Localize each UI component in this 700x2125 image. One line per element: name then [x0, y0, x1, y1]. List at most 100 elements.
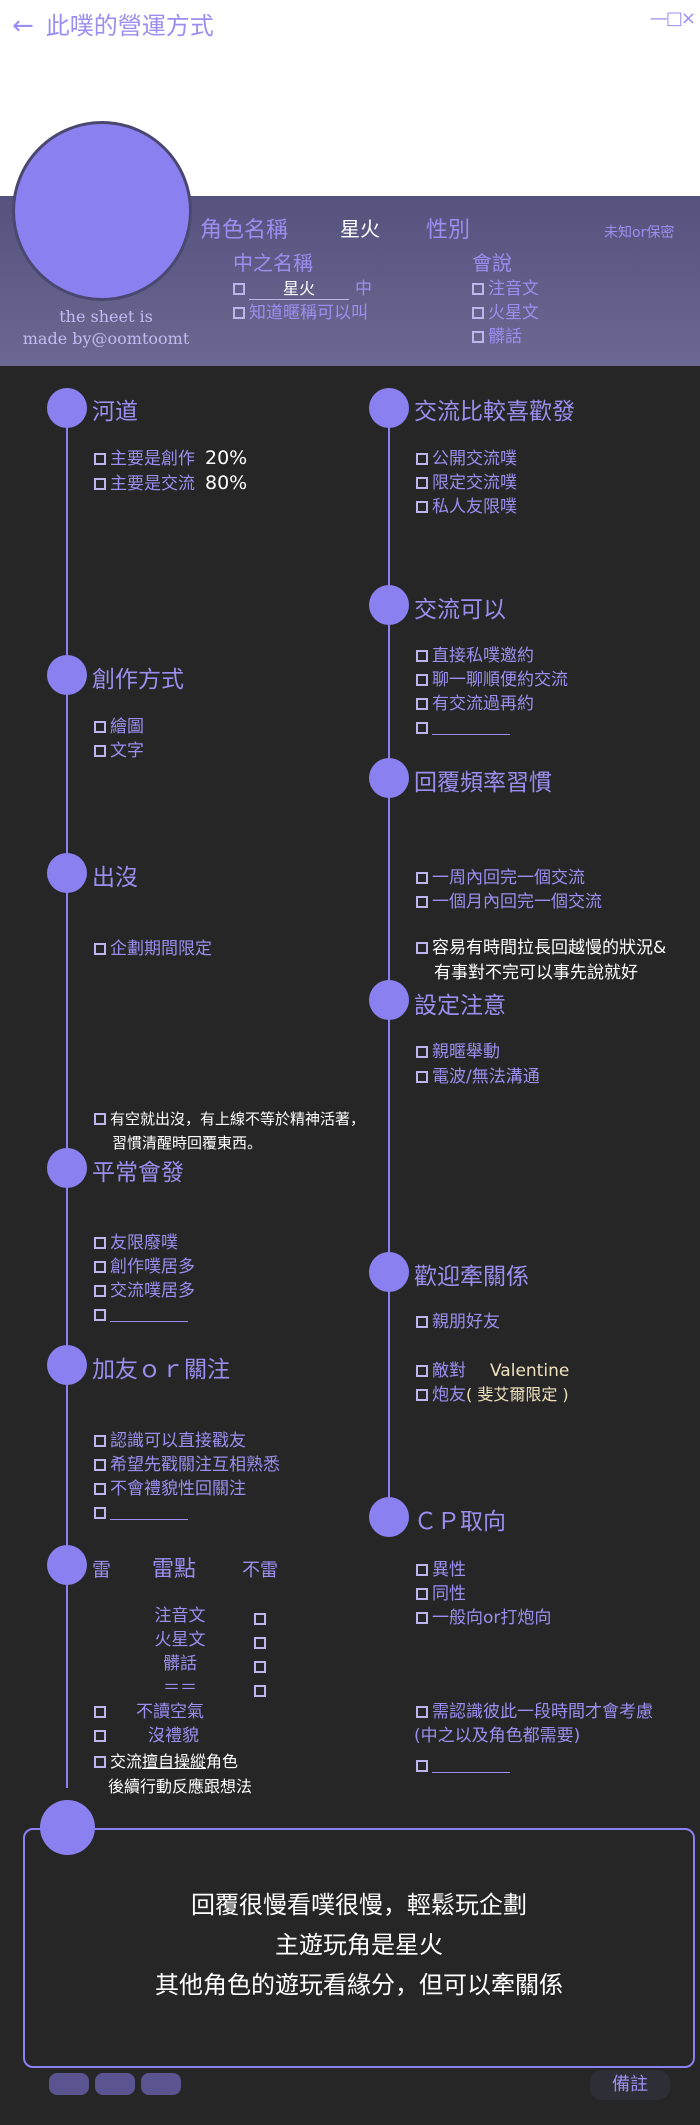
notes-box [23, 1828, 695, 2068]
blank-item [94, 1303, 188, 1327]
checkbox[interactable] [416, 698, 428, 710]
gun-note: ( 斐艾爾限定 ) [466, 1385, 569, 1404]
mine-row-label: ＝＝ [163, 1678, 197, 1698]
checkbox[interactable] [416, 1564, 428, 1576]
avatar [12, 121, 192, 301]
section-dot [47, 853, 87, 893]
pl-name-value: 星火 [249, 275, 349, 300]
checkbox[interactable] [472, 283, 484, 295]
checkbox[interactable] [94, 1113, 106, 1125]
gender-label: 性別 [426, 218, 471, 243]
checkbox[interactable] [416, 1316, 428, 1328]
window-controls[interactable]: —□× [649, 8, 696, 29]
checkbox[interactable] [416, 674, 428, 686]
blank-item [416, 716, 510, 740]
checkbox[interactable] [94, 1483, 106, 1495]
list-item: 一般向or打炮向 [416, 1606, 551, 1630]
list-item: 親暱舉動 [416, 1040, 500, 1064]
pl-name-field: 星火中 [233, 274, 372, 300]
checkbox[interactable] [94, 1756, 106, 1768]
checkbox[interactable] [94, 478, 106, 490]
checkbox[interactable] [94, 1309, 106, 1321]
checkbox[interactable] [254, 1661, 266, 1673]
checkbox[interactable] [416, 1365, 428, 1377]
gender-value: 未知or保密 [604, 225, 675, 241]
checkbox[interactable] [94, 943, 106, 955]
list-item: 直接私噗邀約 [416, 644, 534, 668]
checkbox[interactable] [94, 453, 106, 465]
checkbox[interactable] [416, 453, 428, 465]
checkbox[interactable] [416, 477, 428, 489]
checkbox[interactable] [94, 1507, 106, 1519]
list-item: 私人友限噗 [416, 495, 517, 519]
not-mine-column-header: 不雷 [242, 1560, 278, 1581]
list-item: 炮友( 斐艾爾限定 ) [416, 1383, 569, 1407]
section-title-cp: ＣＰ取向 [414, 1509, 506, 1535]
language-option: 注音文 [472, 274, 539, 299]
checkbox[interactable] [416, 722, 428, 734]
section-dot [47, 1545, 87, 1585]
list-item: 有交流過再約 [416, 692, 534, 716]
checkbox[interactable] [416, 1612, 428, 1624]
checkbox[interactable] [416, 1071, 428, 1083]
checkbox[interactable] [416, 650, 428, 662]
checkbox[interactable] [416, 1046, 428, 1058]
checkbox[interactable] [94, 1730, 106, 1742]
tab-pill[interactable] [49, 2073, 89, 2095]
notes-tab[interactable]: 備註 [590, 2070, 670, 2100]
checkbox[interactable] [94, 1459, 106, 1471]
right-timeline-line [388, 408, 390, 1508]
checkbox[interactable] [472, 331, 484, 343]
tab-pill[interactable] [141, 2073, 181, 2095]
blank-line[interactable] [432, 1772, 510, 1773]
checkbox[interactable] [416, 872, 428, 884]
checkbox[interactable] [254, 1685, 266, 1697]
checkbox[interactable] [94, 1435, 106, 1447]
list-item: 企劃期間限定 [94, 937, 212, 961]
list-item: 電波/無法溝通 [416, 1065, 540, 1089]
checkbox[interactable] [254, 1613, 266, 1625]
back-arrow-icon[interactable]: ← [12, 11, 34, 41]
checkbox[interactable] [94, 721, 106, 733]
list-item: 限定交流噗 [416, 471, 517, 495]
list-item: 創作噗居多 [94, 1255, 195, 1279]
char-name-label: 角色名稱 [200, 218, 289, 243]
notes-dot [40, 1800, 95, 1855]
tab-pill[interactable] [95, 2073, 135, 2095]
list-item: 異性 [416, 1558, 466, 1582]
checkbox[interactable] [416, 1760, 428, 1772]
section-dot [369, 585, 409, 625]
mine-row-checkbox[interactable] [254, 1633, 270, 1652]
notes-text: 回覆很慢看噗很慢，輕鬆玩企劃 主遊玩角是星火 其他角色的遊玩看緣分，但可以牽關係 [155, 1891, 563, 1999]
checkbox[interactable] [94, 1706, 106, 1718]
checkbox[interactable] [233, 283, 245, 295]
checkbox[interactable] [94, 1285, 106, 1297]
blank-line[interactable] [110, 1321, 188, 1322]
blank-line[interactable] [432, 734, 510, 735]
checkbox[interactable] [416, 896, 428, 908]
mine-row-checkbox[interactable] [254, 1657, 270, 1676]
pl-name-label: 中之名稱 [233, 251, 313, 275]
checkbox[interactable] [416, 1588, 428, 1600]
language-option: 髒話 [472, 322, 522, 347]
enemy-value: Valentine [490, 1361, 570, 1381]
checkbox[interactable] [416, 501, 428, 513]
checkbox[interactable] [416, 1706, 428, 1718]
mine-column-header: 雷點 [152, 1557, 197, 1582]
checkbox[interactable] [94, 1237, 106, 1249]
mine-row-checkbox[interactable] [254, 1609, 270, 1628]
checkbox[interactable] [233, 307, 245, 319]
checkbox[interactable] [94, 745, 106, 757]
blank-line[interactable] [110, 1519, 188, 1520]
checkbox[interactable] [472, 307, 484, 319]
cp-note-line2: (中之以及角色都需要) [414, 1726, 581, 1746]
section-title-river: 河道 [92, 399, 138, 425]
section-dot [47, 1345, 87, 1385]
checkbox[interactable] [416, 1389, 428, 1401]
section-title-mine: 雷 [92, 1559, 112, 1581]
checkbox[interactable] [94, 1261, 106, 1273]
mine-row-checkbox[interactable] [254, 1681, 270, 1700]
mine-row-label: 火星文 [154, 1630, 206, 1650]
checkbox[interactable] [416, 942, 428, 954]
checkbox[interactable] [254, 1637, 266, 1649]
